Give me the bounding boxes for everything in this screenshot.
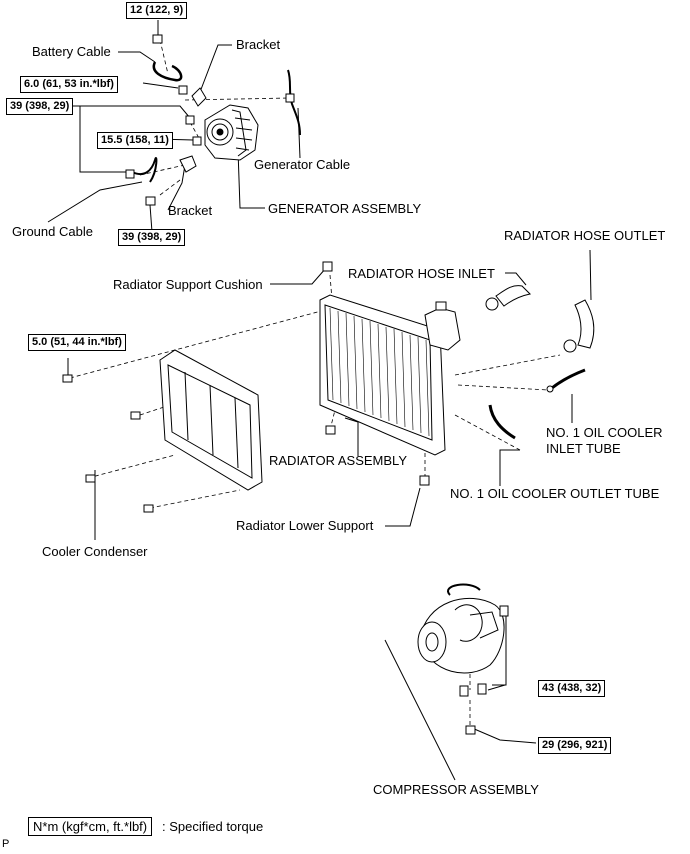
torque-generator-lower-bolt: 39 (398, 29) xyxy=(118,229,186,246)
generator-bolts xyxy=(125,34,202,206)
radiator-hose-outlet-drawing xyxy=(574,299,595,349)
label-radiator-support-cushion: Radiator Support Cushion xyxy=(113,277,263,292)
torque-compressor-stud: 29 (296, 921) xyxy=(538,737,612,754)
label-radiator-hose-outlet: RADIATOR HOSE OUTLET xyxy=(504,228,666,243)
label-oil-cooler-outlet-tube: NO. 1 OIL COOLER OUTLET TUBE xyxy=(450,486,660,501)
bracket-top-drawing xyxy=(191,87,207,107)
legend-torque-unit: N*m (kgf*cm, ft.*lbf) xyxy=(28,817,153,836)
label-radiator-assembly: RADIATOR ASSEMBLY xyxy=(269,453,407,468)
compressor-assembly-drawing xyxy=(417,583,505,674)
radiator-assembly-drawing xyxy=(319,294,446,456)
bracket-bottom-drawing xyxy=(179,155,197,173)
label-generator-assembly: GENERATOR ASSEMBLY xyxy=(268,201,422,216)
generator-assembly-drawing xyxy=(204,104,259,161)
compressor-bolts xyxy=(459,605,509,735)
radiator-support-cushion-drawing xyxy=(322,261,333,272)
torque-condenser-bolt: 5.0 (51, 44 in.*lbf) xyxy=(28,334,126,351)
label-oil-cooler-inlet-line1: NO. 1 OIL COOLER xyxy=(546,425,663,440)
torque-generator-upper-bolt: 39 (398, 29) xyxy=(6,98,74,115)
radiator-lower-support-drawing xyxy=(419,475,430,486)
label-compressor-assembly: COMPRESSOR ASSEMBLY xyxy=(373,782,539,797)
label-radiator-lower-support: Radiator Lower Support xyxy=(236,518,374,533)
torque-compressor-bolt: 43 (438, 32) xyxy=(538,680,606,697)
battery-cable-drawing xyxy=(152,61,183,82)
torque-generator-top-nut: 12 (122, 9) xyxy=(126,2,188,19)
label-cooler-condenser: Cooler Condenser xyxy=(42,544,148,559)
corner-mark: P xyxy=(2,838,10,850)
cooler-condenser-drawing xyxy=(159,349,263,491)
label-bracket-bottom: Bracket xyxy=(168,203,213,218)
torque-battery-cable-bolt: 6.0 (61, 53 in.*lbf) xyxy=(20,76,118,93)
label-generator-cable: Generator Cable xyxy=(254,157,351,172)
label-oil-cooler-inlet-line2: INLET TUBE xyxy=(546,441,621,456)
label-ground-cable: Ground Cable xyxy=(12,224,93,239)
radiator-hose-inlet-drawing xyxy=(495,285,532,307)
oil-cooler-inlet-tube-drawing xyxy=(551,368,586,390)
label-battery-cable: Battery Cable xyxy=(32,44,111,59)
ground-cable-drawing xyxy=(131,157,158,183)
generator-cable-drawing xyxy=(287,69,301,136)
label-radiator-hose-inlet: RADIATOR HOSE INLET xyxy=(348,266,495,281)
condenser-bolts xyxy=(62,374,154,513)
legend-description: : Specified torque xyxy=(162,819,264,834)
torque-generator-nut: 15.5 (158, 11) xyxy=(97,132,173,149)
label-bracket-top: Bracket xyxy=(236,37,281,52)
oil-cooler-outlet-tube-drawing xyxy=(488,404,516,440)
